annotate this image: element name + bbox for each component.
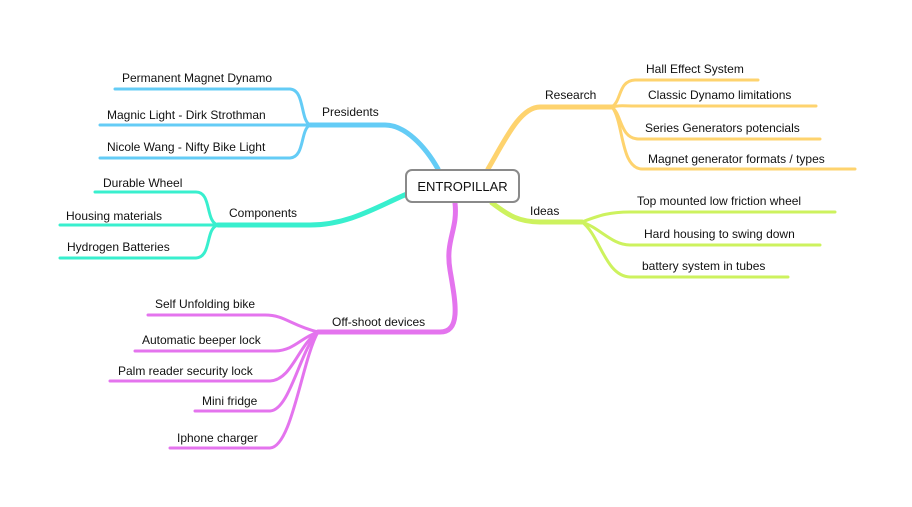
node-palm-reader-security-lock[interactable]: Palm reader security lock [118,364,253,378]
node-magnet-generator-formats[interactable]: Magnet generator formats / types [648,152,825,166]
node-mini-fridge[interactable]: Mini fridge [202,394,258,408]
connector-offshoot-self-unfolding-bike [146,313,320,334]
node-hydrogen-batteries[interactable]: Hydrogen Batteries [67,240,170,254]
node-series-generators-potencials[interactable]: Series Generators potencials [645,121,800,135]
node-iphone-charger[interactable]: Iphone charger [177,431,258,445]
connector-root-components [215,191,410,228]
central-topic-label: ENTROPILLAR [417,178,508,194]
connector-ideas-hard-housing [580,220,822,247]
node-durable-wheel[interactable]: Durable Wheel [103,176,183,190]
node-nicole-wang[interactable]: Nicole Wang - Nifty Bike Light [107,140,266,154]
branch-presidents[interactable]: Presidents [322,105,379,119]
branch-research[interactable]: Research [545,88,597,102]
connector-ideas-top-mounted [580,210,837,224]
connector-research-magnet-generator [610,105,857,171]
branch-offshoot-devices[interactable]: Off-shoot devices [332,315,426,329]
connector-components-hydrogen-batteries [58,223,220,260]
connector-root-ideas [489,200,585,225]
node-classic-dynamo-limitations[interactable]: Classic Dynamo limitations [648,88,792,102]
connector-root-research [485,104,615,172]
node-magnic-light[interactable]: Magnic Light - Dirk Strothman [107,108,266,122]
node-permanent-magnet-dynamo[interactable]: Permanent Magnet Dynamo [122,71,273,85]
node-top-mounted-low-friction-wheel[interactable]: Top mounted low friction wheel [637,194,802,208]
connector-root-presidents [307,122,441,172]
connector-presidents-nicole-wang [98,123,312,160]
node-automatic-beeper-lock[interactable]: Automatic beeper lock [142,333,261,347]
connector-offshoot-iphone-charger [168,330,320,450]
central-topic[interactable]: ENTROPILLAR [405,169,520,203]
connector-research-hall-effect [610,78,760,109]
node-battery-system-in-tubes[interactable]: battery system in tubes [642,259,766,273]
node-hard-housing-to-swing-down[interactable]: Hard housing to swing down [644,227,795,241]
connector-root-offshoot [315,200,458,335]
connector-research-classic-dynamo [610,104,818,109]
node-self-unfolding-bike[interactable]: Self Unfolding bike [155,297,256,311]
branch-components[interactable]: Components [229,206,298,220]
connector-offshoot-mini-fridge [193,330,320,413]
connector-presidents-permanent-magnet-dynamo [113,87,312,127]
connector-ideas-battery-system [580,220,790,279]
connector-offshoot-palm-reader [108,330,320,383]
node-housing-materials[interactable]: Housing materials [66,209,163,223]
node-hall-effect-system[interactable]: Hall Effect System [646,62,744,76]
connector-components-durable-wheel [93,190,220,227]
branch-ideas[interactable]: Ideas [530,204,560,218]
